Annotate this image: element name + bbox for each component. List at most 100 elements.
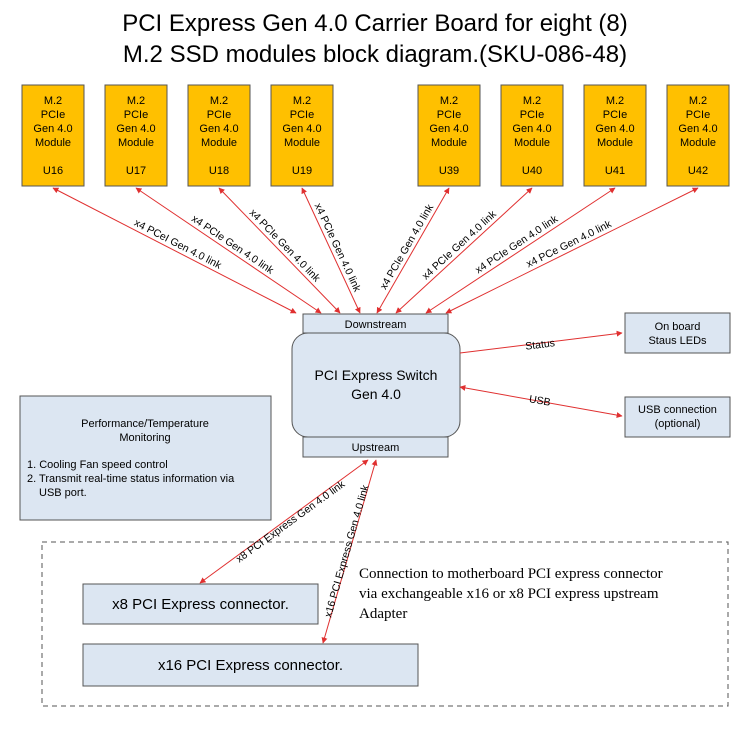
- module-id: U42: [688, 165, 708, 177]
- adapter-note-line-2: via exchangeable x16 or x8 PCI express u…: [359, 586, 659, 602]
- module-label-line: Module: [431, 137, 467, 149]
- module-link-arrow: [445, 187, 699, 314]
- module-label-line: M.2: [523, 95, 541, 107]
- module-label-line: Module: [284, 137, 320, 149]
- module-id: U41: [605, 165, 625, 177]
- module-label-line: PCIe: [207, 109, 231, 121]
- upstream-label: Upstream: [352, 442, 400, 454]
- module-label-line: Module: [597, 137, 633, 149]
- module-label-line: M.2: [44, 95, 62, 107]
- adapter-region: [41, 541, 729, 707]
- module-label-line: PCIe: [603, 109, 627, 121]
- usb-connection-box: [624, 396, 731, 438]
- status-link-arrow: [459, 330, 623, 354]
- module-label-line: M.2: [127, 95, 145, 107]
- x8-connector-label: x8 PCI Express connector.: [112, 596, 289, 613]
- usb-link-arrow: [459, 384, 623, 419]
- x16-connector-box: [82, 643, 419, 687]
- module-box: [500, 84, 564, 187]
- switch-label-line-2: Gen 4.0: [351, 386, 401, 402]
- module-link-label: x4 PCIe Gen 4.0 link: [247, 207, 323, 285]
- module-label-line: Gen 4.0: [199, 123, 238, 135]
- module-label-line: PCIe: [520, 109, 544, 121]
- module-label-line: M.2: [606, 95, 624, 107]
- module-id: U17: [126, 165, 146, 177]
- module-id: U19: [292, 165, 312, 177]
- module-label-line: PCIe: [41, 109, 65, 121]
- module-box: [21, 84, 85, 187]
- module-label-line: M.2: [440, 95, 458, 107]
- module-box: [104, 84, 168, 187]
- monitoring-item-2-cont: USB port.: [39, 487, 87, 499]
- title-line-2: M.2 SSD modules block diagram.(SKU-086-4…: [123, 41, 627, 68]
- module-link-label: x4 PCIe Gen 4.0 link: [312, 201, 364, 294]
- module-box: [270, 84, 334, 187]
- monitoring-title-line-1: Performance/Temperature: [81, 418, 209, 430]
- status-leds-line-1: On board: [655, 321, 701, 333]
- downstream-label: Downstream: [345, 319, 407, 331]
- usb-connection-line-2: (optional): [655, 418, 701, 430]
- module-label-line: Gen 4.0: [595, 123, 634, 135]
- usb-link-label: USB: [528, 393, 551, 409]
- module-id: U18: [209, 165, 229, 177]
- module-id: U16: [43, 165, 63, 177]
- module-label-line: Module: [35, 137, 71, 149]
- monitoring-item-2: 2. Transmit real-time status information…: [27, 473, 235, 485]
- module-label-line: M.2: [210, 95, 228, 107]
- module-label-line: Module: [118, 137, 154, 149]
- module-box: [187, 84, 251, 187]
- switch-label-line-1: PCI Express Switch: [315, 367, 438, 383]
- module-label-line: Module: [680, 137, 716, 149]
- module-id: U40: [522, 165, 542, 177]
- module-label-line: PCIe: [686, 109, 710, 121]
- module-label-line: M.2: [689, 95, 707, 107]
- status-leds-line-2: Staus LEDs: [648, 335, 707, 347]
- module-label-line: PCIe: [437, 109, 461, 121]
- x16-upstream-link-arrow: [321, 459, 378, 644]
- module-label-line: M.2: [293, 95, 311, 107]
- usb-connection-line-1: USB connection: [638, 404, 717, 416]
- title-line-1: PCI Express Gen 4.0 Carrier Board for ei…: [122, 10, 628, 37]
- module-label-line: Gen 4.0: [512, 123, 551, 135]
- module-label-line: Gen 4.0: [33, 123, 72, 135]
- adapter-note-line-3: Adapter: [359, 606, 407, 622]
- module-label-line: Gen 4.0: [116, 123, 155, 135]
- upstream-port: [302, 436, 449, 458]
- module-label-line: Gen 4.0: [429, 123, 468, 135]
- module-box: [583, 84, 647, 187]
- module-label-line: Gen 4.0: [282, 123, 321, 135]
- module-label-line: PCIe: [124, 109, 148, 121]
- x8-connector-box: [82, 583, 319, 625]
- module-id: U39: [439, 165, 459, 177]
- monitoring-box: [19, 395, 272, 521]
- monitoring-title-line-2: Monitoring: [119, 432, 170, 444]
- switch-body: [291, 332, 461, 438]
- x16-connector-label: x16 PCI Express connector.: [158, 657, 343, 674]
- module-link-arrow: [301, 187, 361, 314]
- pci-express-switch: Downstream PCI Express Switch Gen 4.0 Up…: [291, 313, 461, 458]
- module-box: [666, 84, 730, 187]
- monitoring-item-1: 1. Cooling Fan speed control: [27, 459, 168, 471]
- module-link-arrow: [376, 187, 450, 314]
- module-label-line: Module: [514, 137, 550, 149]
- status-link-label: Status: [525, 337, 556, 353]
- module-label-line: PCIe: [290, 109, 314, 121]
- module-link-arrow: [52, 187, 297, 314]
- module-box: [417, 84, 481, 187]
- status-leds-box: [624, 312, 731, 354]
- module-label-line: Gen 4.0: [678, 123, 717, 135]
- adapter-note-line-1: Connection to motherboard PCI express co…: [359, 566, 663, 582]
- module-label-line: Module: [201, 137, 237, 149]
